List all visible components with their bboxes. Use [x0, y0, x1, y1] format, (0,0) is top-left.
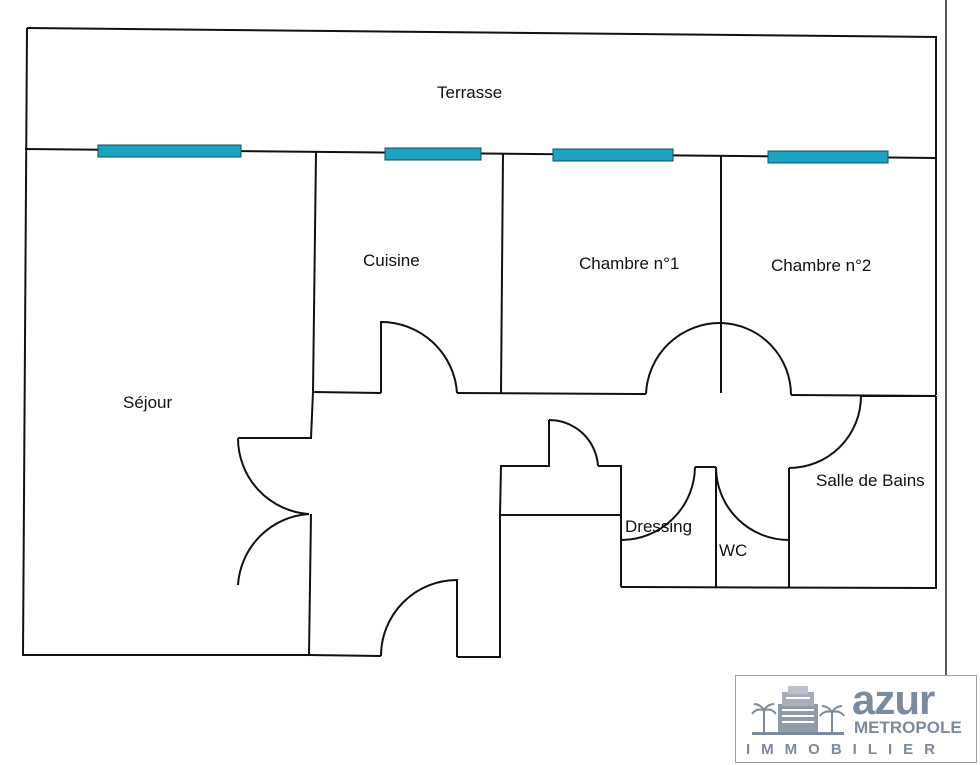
door-wc [715, 466, 790, 541]
window-chambre2 [767, 150, 889, 164]
wall-closet [499, 420, 550, 516]
wall-bath-bottom [620, 396, 937, 590]
logo-subtitle: METROPOLE [854, 718, 962, 737]
window-chambre1 [552, 148, 674, 162]
door-cuisine [380, 320, 458, 394]
label-salle-de-bains: Salle de Bains [816, 471, 925, 490]
building-logo-icon [751, 686, 845, 735]
door-chambre2 [720, 322, 792, 396]
agency-logo: azur METROPOLE IMMOBILIER [735, 675, 977, 763]
window-sejour [97, 144, 242, 158]
door-entrance [380, 578, 458, 657]
logo-brand: azur [852, 676, 935, 723]
label-dressing: Dressing [625, 517, 692, 536]
wall-sejour-cuisine [312, 151, 317, 393]
wall-corridor-top [456, 392, 647, 395]
wall-cuisine-chambre1 [500, 153, 504, 394]
outer-wall-left [21, 27, 309, 656]
label-terrasse: Terrasse [437, 83, 502, 102]
label-sejour: Séjour [123, 393, 172, 412]
outer-wall-top [26, 27, 937, 395]
label-wc: WC [719, 541, 747, 560]
label-cuisine: Cuisine [363, 251, 420, 270]
window-cuisine [384, 147, 482, 161]
wall-cuisine-bottom [312, 391, 382, 394]
wall-sejour-east-lower [308, 513, 312, 656]
label-chambre1: Chambre n°1 [579, 254, 679, 273]
door-dressing [620, 466, 696, 541]
door-closet [548, 418, 599, 467]
door-bath [788, 395, 862, 469]
wall-sejour-east [238, 391, 314, 439]
door-sejour-lower [237, 513, 310, 586]
wall-entry-bottom [308, 654, 382, 657]
logo-tagline: IMMOBILIER [746, 741, 946, 758]
wall-entry-east [457, 514, 620, 658]
door-sejour-upper [236, 437, 310, 515]
wall-closet-right [598, 465, 622, 587]
door-chambre1 [645, 321, 722, 395]
label-chambre2: Chambre n°2 [771, 256, 871, 275]
